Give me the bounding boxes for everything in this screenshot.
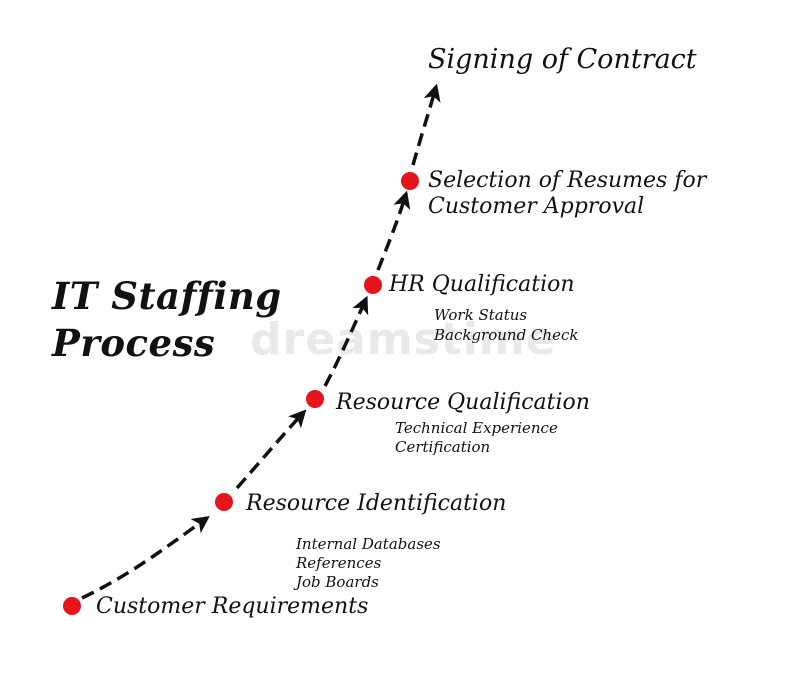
step-5-label: Selection of Resumes for	[428, 168, 707, 193]
arrow-2	[235, 409, 307, 490]
step-dot-3	[306, 390, 324, 408]
step-3-detail-2: Certification	[395, 438, 491, 456]
watermark: dreamstime	[250, 314, 557, 365]
step-2-detail-2: References	[296, 554, 382, 572]
final-step-label: Signing of Contract	[428, 44, 697, 75]
step-2-label: Resource Identification	[246, 491, 507, 516]
step-dot-5	[401, 172, 419, 190]
step-4-label: HR Qualification	[389, 272, 575, 297]
diagram-title-line2: Process	[52, 321, 216, 365]
step-dot-1	[63, 597, 81, 615]
step-dot-2	[215, 493, 233, 511]
step-2-detail-1: Internal Databases	[296, 535, 441, 553]
step-3-detail-1: Technical Experience	[395, 419, 558, 437]
arrow-1	[81, 515, 210, 600]
step-1-label: Customer Requirements	[96, 594, 369, 619]
step-2-detail-3: Job Boards	[296, 573, 379, 591]
arrow-5	[411, 83, 441, 166]
step-dot-4	[364, 276, 382, 294]
diagram-title-line1: IT Staffing	[52, 274, 282, 318]
step-4-detail-1: Work Status	[434, 306, 528, 324]
arrow-3	[323, 295, 369, 387]
step-3-label: Resource Qualification	[336, 390, 590, 415]
arrow-4	[376, 190, 411, 271]
step-4-detail-2: Background Check	[434, 326, 579, 344]
step-5-label-line2: Customer Approval	[428, 194, 645, 219]
